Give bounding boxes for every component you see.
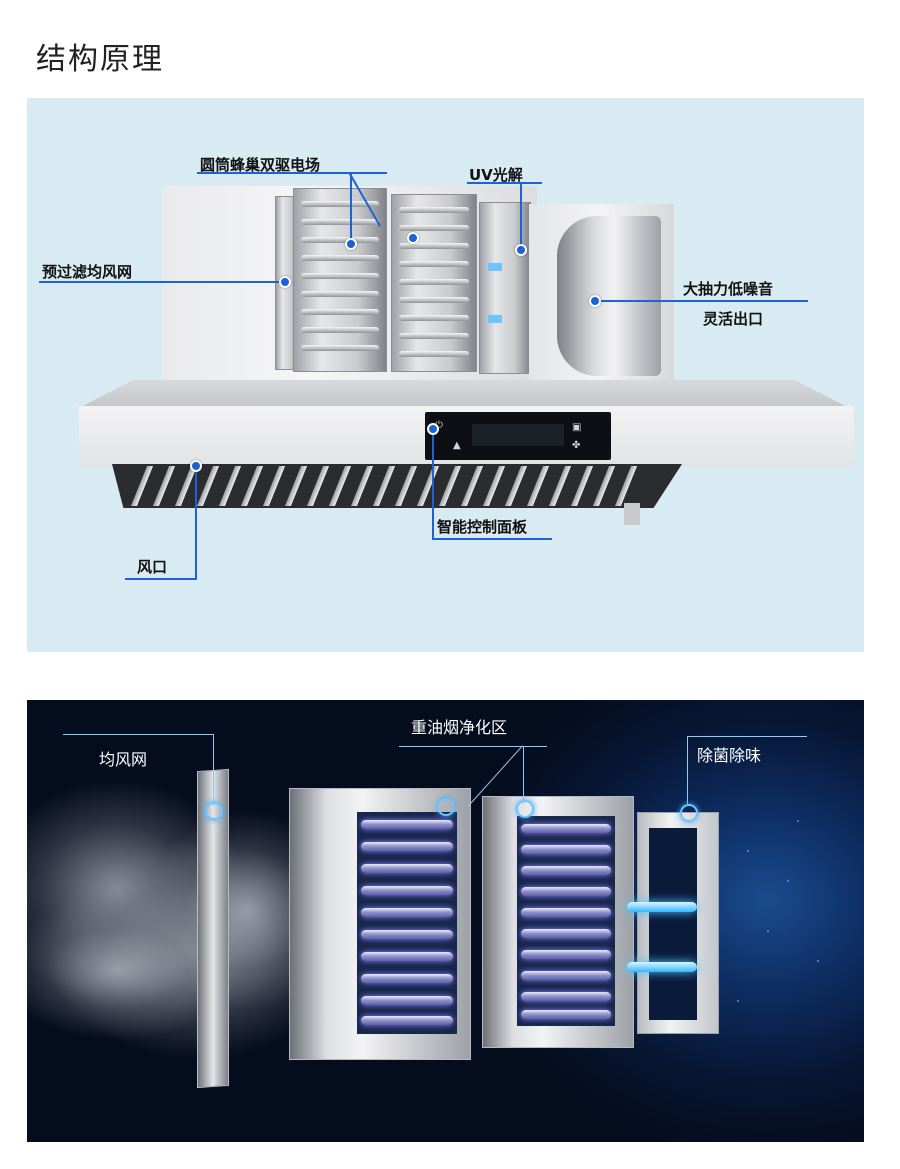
label-prefilter: 预过滤均风网: [42, 263, 133, 281]
control-display: [472, 424, 564, 446]
honeycomb-module-1: [293, 188, 387, 372]
callout-dot: [427, 423, 439, 435]
label-honeycomb-field: 圆筒蜂巢双驱电场: [200, 156, 321, 174]
uv-module: [479, 202, 531, 374]
label-sterilize: 除菌除味: [697, 746, 762, 765]
callout-ring: [437, 798, 455, 816]
label-control-panel: 智能控制面板: [437, 518, 528, 536]
uv-lamp: [627, 902, 697, 912]
label-fan-power: 大抽力低噪音: [683, 280, 774, 298]
page-title: 结构原理: [36, 42, 164, 77]
callout-dot: [407, 232, 419, 244]
callout-ring: [516, 800, 534, 818]
cell-2-face: [517, 816, 615, 1026]
label-vent: 风口: [137, 558, 168, 576]
fan-outlet: [557, 216, 661, 376]
uv-chamber: [649, 828, 697, 1020]
hood-leg: [624, 503, 640, 525]
label-air-mesh: 均风网: [99, 750, 148, 769]
callout-dot: [589, 295, 601, 307]
purification-flow-panel: 均风网 重油烟净化区 除菌除味: [27, 700, 864, 1142]
hood-top-surface: [79, 380, 849, 408]
label-fan-outlet: 灵活出口: [703, 310, 764, 328]
label-uv: UV光解: [469, 166, 523, 184]
fan-icon: ✤: [572, 440, 581, 451]
light-icon: ▲: [453, 440, 461, 451]
power-icon: ⏻: [435, 420, 443, 431]
structure-diagram-panel: ⏻ ▲ ▣ ✤ 圆筒蜂巢双驱电场 UV光解 预过滤均风网 大抽力低噪音 灵活出口…: [27, 98, 864, 652]
callout-dot: [345, 238, 357, 250]
uv-lamp: [627, 962, 697, 972]
honeycomb-module-2: [391, 194, 477, 372]
callout-dot: [279, 276, 291, 288]
callout-dot: [515, 244, 527, 256]
callout-dot: [190, 460, 202, 472]
callout-ring: [205, 802, 223, 820]
fan-speed-icon: ▣: [572, 422, 582, 433]
cell-1-face: [357, 812, 457, 1034]
label-oil-zone: 重油烟净化区: [411, 718, 508, 737]
callout-ring: [680, 804, 698, 822]
